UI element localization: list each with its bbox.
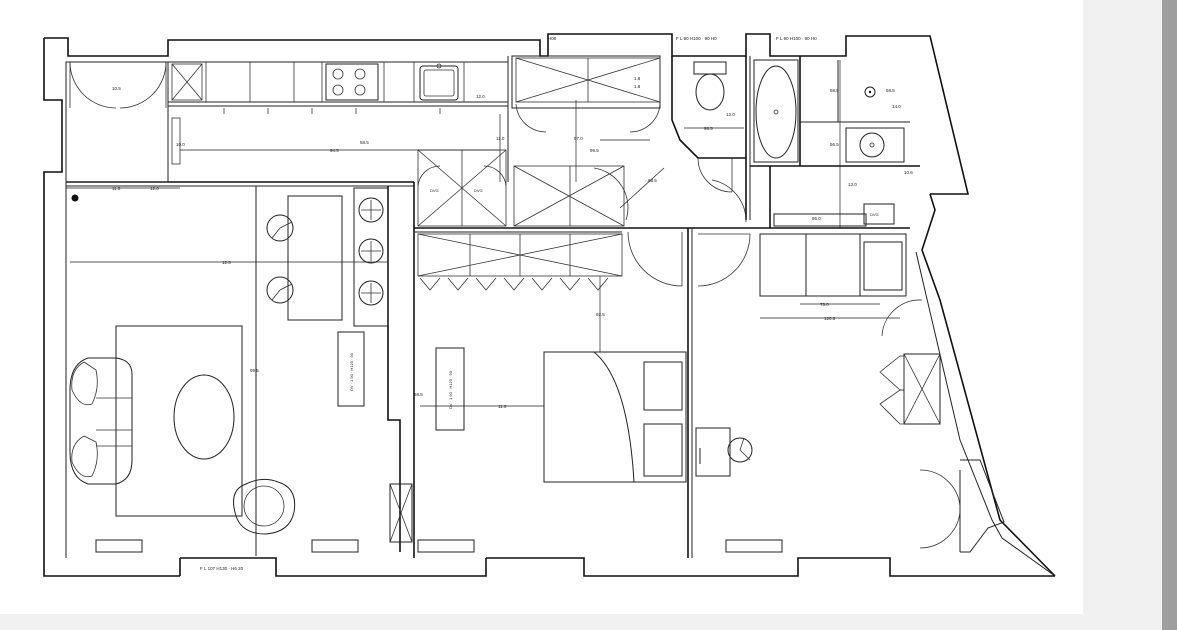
light-fixture-icon: [358, 280, 384, 306]
dim-label: 10.5: [112, 86, 121, 91]
closet-label: DVG: [870, 212, 879, 217]
dim-label: 13.0: [726, 112, 735, 117]
dim-label: 11.0: [496, 136, 505, 141]
stool-icon: [266, 214, 294, 242]
dim-label: 12.5: [222, 260, 231, 265]
dim-label: 75.0: [820, 302, 829, 307]
light-fixture-icon: [358, 197, 384, 223]
dim-label: 58.5: [360, 140, 369, 145]
outer-walls: [43, 33, 1056, 577]
sofa-icon: [69, 357, 133, 485]
lamp-icon: [727, 437, 753, 463]
coffee-table: [173, 374, 235, 460]
scrollbar[interactable]: [1162, 0, 1177, 630]
dim-label: 57.0: [574, 136, 583, 141]
dim-label: 58.5: [414, 392, 423, 397]
dim-label: 14.0: [892, 104, 901, 109]
stool-icon: [266, 276, 294, 304]
washbasin-icon: [845, 127, 905, 163]
bedroom-2: [697, 233, 961, 553]
dim-label: 92.5: [596, 312, 605, 317]
dimension-lines: [66, 60, 900, 556]
dim-label: 98.5: [704, 126, 713, 131]
dim-label: 11.5: [112, 186, 121, 191]
svg-text:DV · 1 90 · H120 · 90: DV · 1 90 · H120 · 90: [448, 370, 453, 409]
bedroom-1: DV · 1 90 · H120 · 90: [417, 231, 753, 553]
dim-label: 56.5: [830, 142, 839, 147]
dim-label: 12.0: [150, 186, 159, 191]
closets: [417, 57, 661, 291]
bathroom: [693, 59, 905, 227]
bed-icon: [543, 351, 687, 483]
plan-labels: H00 F L 90 H100 · 90 H0 F L 90 H100 · 90…: [112, 36, 913, 571]
dim-label: 13.0: [848, 182, 857, 187]
dim-label: 10.6: [904, 170, 913, 175]
window-unit: [879, 353, 941, 425]
label-wc-2: 1.8: [634, 84, 641, 89]
dim-label: 11.0: [498, 404, 507, 409]
interior-walls: [66, 55, 920, 558]
dim-label: 99.5: [590, 148, 599, 153]
side-margin: [1083, 0, 1162, 630]
column-dot: [71, 194, 79, 202]
toilet-icon: [693, 61, 727, 111]
kitchen: [171, 62, 465, 114]
label-top-small: H00: [548, 36, 557, 41]
closet-label: DVG: [474, 188, 483, 193]
desk: [337, 331, 365, 407]
dim-label: 120.5: [824, 316, 836, 321]
label-wc: 1.8: [634, 76, 641, 81]
armchair-icon: [233, 478, 296, 535]
closet-label: DVG: [430, 188, 439, 193]
dim-label: 68.5: [830, 88, 839, 93]
entry: [65, 61, 181, 202]
dim-label: 58.5: [886, 88, 895, 93]
dim-label: 68.5: [648, 178, 657, 183]
dim-label: 12.0: [476, 94, 485, 99]
light-fixture-icon: [358, 238, 384, 264]
kitchen-island: [287, 195, 343, 321]
bathtub-icon: [753, 59, 799, 163]
dim-label: 10.0: [176, 142, 185, 147]
label-top-mid: F L 90 H100 · 90 H0: [676, 36, 717, 41]
dim-label: 95.0: [812, 216, 821, 221]
sink-icon: [419, 63, 459, 101]
rug: [115, 325, 243, 517]
living-room: DV · 1 90 · H120 · 90: [69, 186, 413, 556]
dim-label: 94.5: [330, 148, 339, 153]
label-bottom: F L 107 H130 · H6 20: [200, 566, 244, 571]
dim-label: 99.5: [250, 368, 259, 373]
cooktop-icon: [325, 63, 379, 101]
label-top-right: F L 90 H100 · 90 H0: [776, 36, 817, 41]
svg-text:DV · 1 90 · H120 · 90: DV · 1 90 · H120 · 90: [349, 352, 354, 391]
